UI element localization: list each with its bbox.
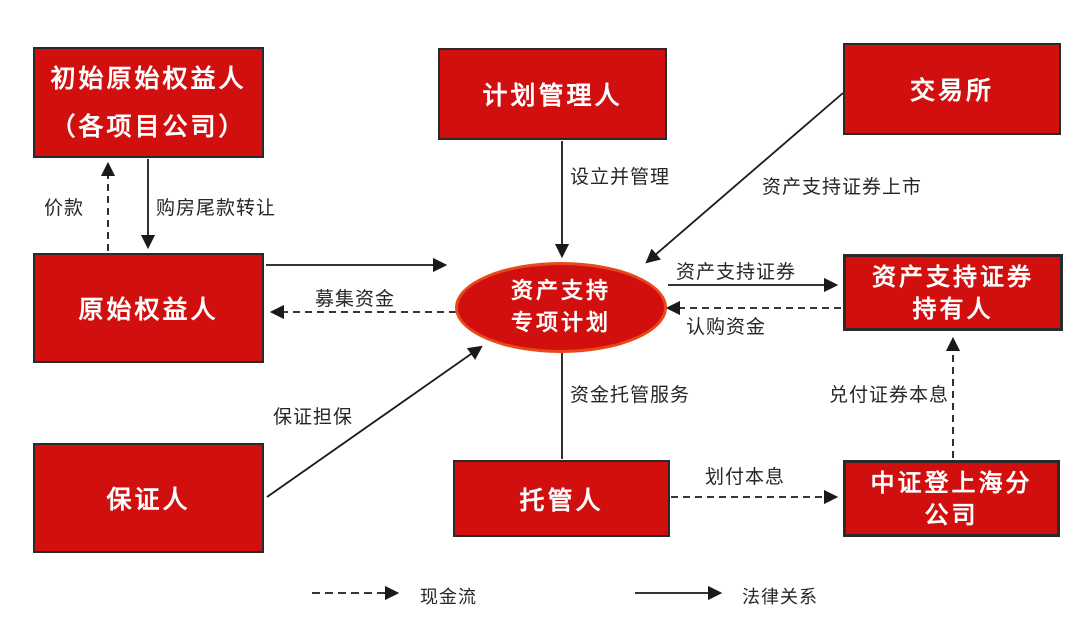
node-csdc-line1: 中证登上海分 [870,468,1033,498]
edge-label-abs-listing: 资产支持证券上市 [762,176,923,198]
node-spv-ellipse: 资产支持 专项计划 [455,262,667,353]
node-custodian: 托管人 [453,460,670,537]
node-abs-holder-line1: 资产支持证券 [872,262,1034,292]
edge-label-setup-and-manage: 设立并管理 [570,166,671,188]
edge-label-subscription-funds: 认购资金 [686,316,767,338]
node-abs-holder: 资产支持证券 持有人 [843,254,1063,331]
node-csdc-line2: 公司 [924,499,979,529]
edge-label-raised-funds: 募集资金 [315,288,396,310]
node-exchange-label: 交易所 [909,76,994,105]
edge-label-tail-payment-transfer: 购房尾款转让 [156,197,277,219]
node-csdc: 中证登上海分 公司 [843,460,1060,537]
node-initial-originator-line2: （各项目公司） [50,111,247,141]
legend-cash-flow-label: 现金流 [420,587,477,608]
abs-listing-arrow [645,92,844,264]
node-initial-originator: 初始原始权益人 （各项目公司） [33,47,264,158]
node-abs-holder-line2: 持有人 [912,293,994,323]
node-spv-line2: 专项计划 [510,309,611,336]
edge-label-abs-securities: 资产支持证券 [676,261,797,283]
edge-label-price: 价款 [44,197,85,219]
node-plan-manager: 计划管理人 [438,48,667,140]
node-plan-manager-label: 计划管理人 [482,81,623,110]
edge-label-guarantee: 保证担保 [273,406,354,428]
node-guarantor: 保证人 [33,443,264,553]
guarantee-arrow [266,345,483,498]
node-initial-originator-line1: 初始原始权益人 [50,64,247,93]
legend-legal-relation-label: 法律关系 [742,587,818,608]
node-spv-line1: 资产支持 [510,277,611,304]
edge-label-transfer-principal-interest: 划付本息 [705,466,786,488]
edge-label-redeem-principal-interest: 兑付证券本息 [829,384,950,406]
node-originator-label: 原始权益人 [78,295,219,324]
edge-label-fund-custody-service: 资金托管服务 [570,384,691,406]
node-guarantor-label: 保证人 [106,485,191,514]
node-custodian-label: 托管人 [519,485,604,515]
node-exchange: 交易所 [843,43,1061,135]
node-originator: 原始权益人 [33,253,264,363]
